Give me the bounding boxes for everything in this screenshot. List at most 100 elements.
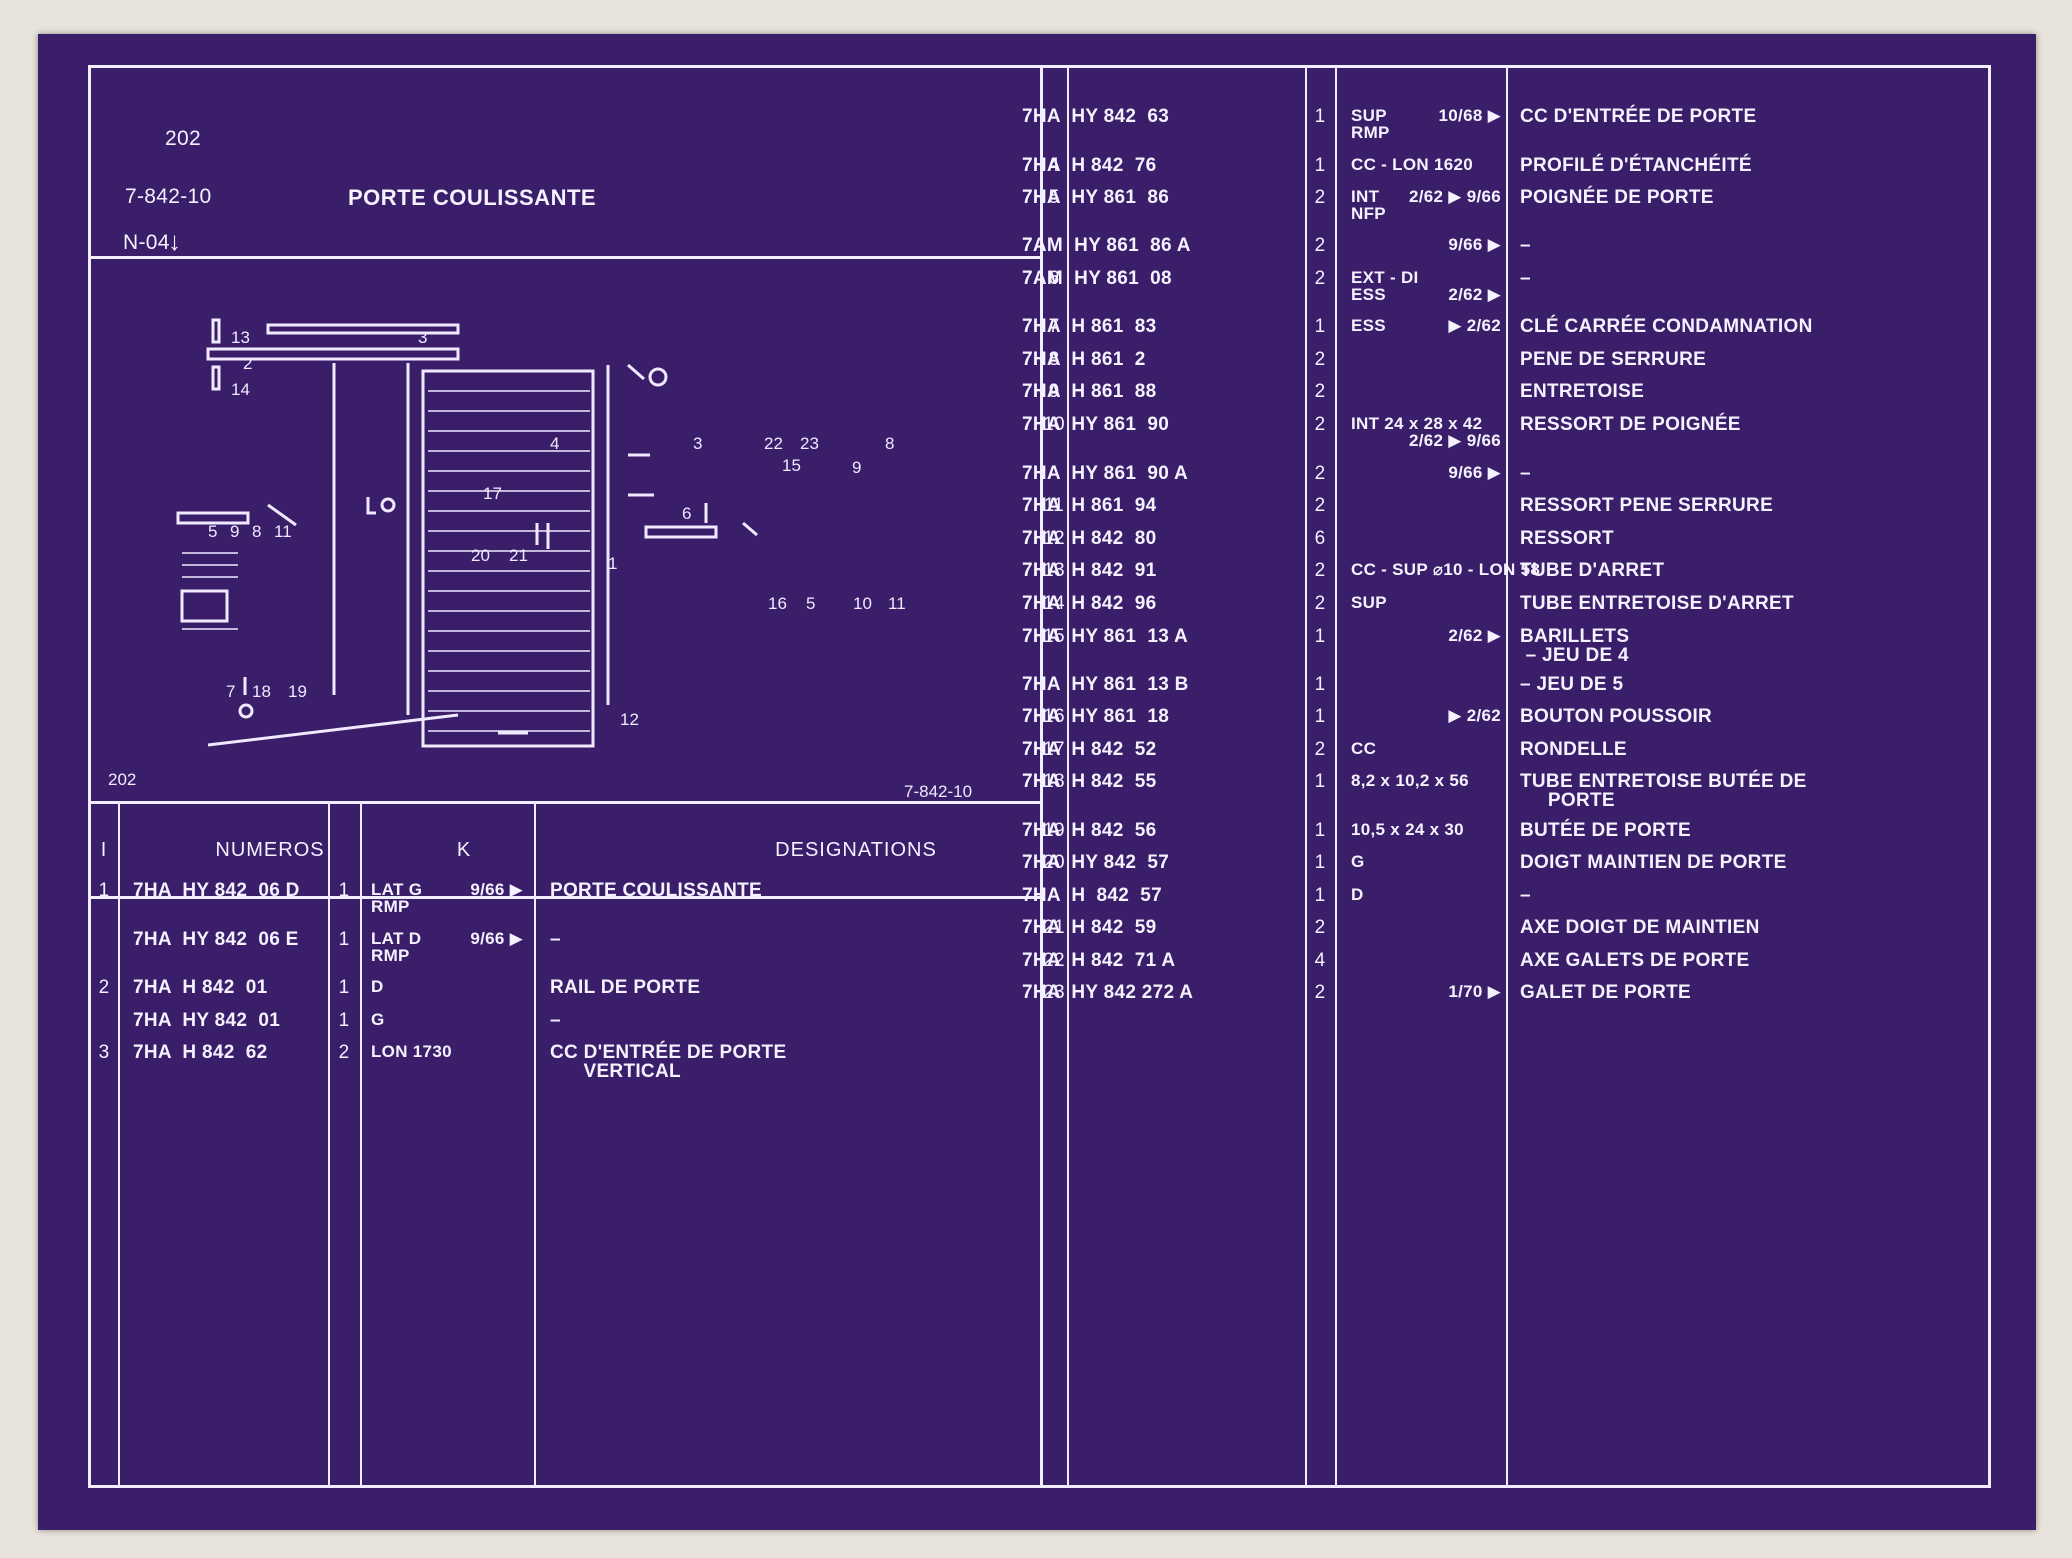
part-row-8-k: 2: [1314, 187, 1326, 208]
part-row-27-k: 1: [1314, 885, 1326, 906]
part-row-17-num: 7HA H 842 80: [1022, 528, 1157, 549]
part-row-14-note: INT 24 x 28 x 42: [1351, 414, 1483, 433]
part-row-16-des: RESSORT PENE SERRURE: [1520, 495, 1774, 516]
part-row-30-i: 23: [1043, 982, 1065, 1003]
callout-2: 2: [243, 354, 253, 373]
part-row-1-note: LAT G RMP: [371, 880, 423, 916]
part-row-23-note: CC: [1351, 739, 1377, 758]
part-row-8-des: POIGNÉE DE PORTE: [1520, 187, 1714, 208]
down-arrow-icon: ↓: [168, 226, 182, 256]
part-row-6-date: 10/68 ▶: [1438, 106, 1501, 125]
part-row-9-des: –: [1520, 235, 1531, 256]
tube-stop-top: [211, 318, 221, 344]
part-row-27-des: –: [1520, 885, 1531, 906]
part-row-19-k: 2: [1314, 593, 1326, 614]
part-row-28-i: 21: [1043, 917, 1065, 938]
part-row-4-note: G: [371, 1010, 385, 1029]
callout-8: 8: [885, 434, 895, 453]
part-row-7-i: 4: [1048, 155, 1060, 176]
part-row-5-num: 7HA H 842 62: [133, 1042, 268, 1063]
part-row-26-num: 7HA HY 842 57: [1022, 852, 1170, 873]
part-row-5-k: 2: [338, 1042, 350, 1063]
part-row-23-des: RONDELLE: [1520, 739, 1627, 760]
holding-finger: [366, 497, 376, 515]
tube-stop-bottom: [211, 365, 221, 391]
part-row-20-i: 15: [1043, 626, 1065, 647]
rail-upper: [266, 323, 460, 335]
part-row-9-num: 7AM HY 861 86 A: [1022, 235, 1191, 256]
part-row-28-k: 2: [1314, 917, 1326, 938]
part-row-10-k: 2: [1314, 268, 1326, 289]
part-row-1-date: 9/66 ▶: [470, 880, 523, 899]
part-row-25-i: 19: [1043, 820, 1065, 841]
callout-18: 18: [252, 682, 271, 701]
col-line-index-right-2: [1067, 65, 1069, 1488]
part-row-28-des: AXE DOIGT DE MAINTIEN: [1520, 917, 1760, 938]
figure-ref-label: 7-842-10: [904, 782, 973, 801]
col-line-qty-right-2: [1335, 65, 1337, 1488]
part-row-14-date: 2/62 ▶ 9/66: [1409, 431, 1501, 450]
part-row-13-k: 2: [1314, 381, 1326, 402]
part-row-18-note: CC - SUP ⌀10 - LON 58: [1351, 560, 1541, 579]
callout-13: 13: [231, 328, 250, 347]
part-row-4-des: –: [550, 1010, 561, 1031]
part-row-13-i: 9: [1048, 381, 1060, 402]
part-row-14-k: 2: [1314, 414, 1326, 435]
lower-rail: [207, 713, 459, 747]
header-divider: [88, 256, 1043, 259]
part-row-27-note: D: [1351, 885, 1364, 904]
callout-1: 1: [608, 554, 618, 573]
part-row-23-i: 17: [1043, 739, 1065, 760]
callout-12: 12: [620, 710, 639, 729]
callout-19: 19: [288, 682, 307, 701]
part-row-11-des: CLÉ CARRÉE CONDAMNATION: [1520, 316, 1813, 337]
col-line-numbers-right-2: [1305, 65, 1307, 1488]
part-row-29-des: AXE GALETS DE PORTE: [1520, 950, 1750, 971]
part-row-1-des: PORTE COULISSANTE: [550, 880, 763, 901]
part-row-2-des: –: [550, 929, 561, 950]
part-row-22-des: BOUTON POUSSOIR: [1520, 706, 1713, 727]
plate-number: 202: [165, 127, 201, 150]
part-row-17-des: RESSORT: [1520, 528, 1614, 549]
part-row-12-des: PENE DE SERRURE: [1520, 349, 1707, 370]
part-row-21-k: 1: [1314, 674, 1326, 695]
part-row-11-i: 7: [1048, 316, 1060, 337]
callout-23: 23: [800, 434, 819, 453]
part-row-19-note: SUP: [1351, 593, 1387, 612]
latch-spring: [742, 521, 758, 537]
frame-bottom: [88, 1485, 1991, 1488]
part-row-29-num: 7HA H 842 71 A: [1022, 950, 1176, 971]
callout-4: 4: [550, 434, 560, 453]
part-row-13-des: ENTRETOISE: [1520, 381, 1645, 402]
callout-11b: 11: [888, 594, 906, 613]
rondelle-washer: [380, 497, 396, 513]
col-line-index-left: [118, 801, 120, 1488]
part-row-11-k: 1: [1314, 316, 1326, 337]
part-row-11-note: ESS: [1351, 316, 1386, 335]
part-row-14-des: RESSORT DE POIGNÉE: [1520, 414, 1741, 435]
washer: [238, 703, 254, 719]
exterior-handle: [644, 525, 718, 539]
page-title: PORTE COULISSANTE: [348, 185, 597, 210]
part-row-29-i: 22: [1043, 950, 1065, 971]
part-row-3-k: 1: [338, 977, 350, 998]
part-row-7-num: 7HA H 842 76: [1022, 155, 1157, 176]
part-row-21-num: 7HA HY 861 13 B: [1022, 674, 1189, 695]
part-row-27-num: 7HA H 842 57: [1022, 885, 1163, 906]
part-row-23-num: 7HA H 842 52: [1022, 739, 1157, 760]
col-line-notes-right: [534, 801, 536, 1488]
part-row-26-note: G: [1351, 852, 1365, 871]
part-row-8-note: INT NFP: [1351, 187, 1386, 223]
part-row-14-num: 7HA HY 861 90: [1022, 414, 1170, 435]
part-row-24-num: 7HA H 842 55: [1022, 771, 1157, 792]
part-row-8-num: 7HA HY 861 86: [1022, 187, 1170, 208]
part-row-7-des: PROFILÉ D'ÉTANCHÉITÉ: [1520, 155, 1752, 176]
callout-5: 5: [208, 522, 218, 541]
col-line-qty-right: [360, 801, 362, 1488]
part-row-1-k: 1: [338, 880, 350, 901]
part-row-16-k: 2: [1314, 495, 1326, 516]
part-row-22-k: 1: [1314, 706, 1326, 727]
part-row-26-i: 20: [1043, 852, 1065, 873]
part-row-8-i: 5: [1048, 187, 1060, 208]
part-row-25-num: 7HA H 842 56: [1022, 820, 1157, 841]
